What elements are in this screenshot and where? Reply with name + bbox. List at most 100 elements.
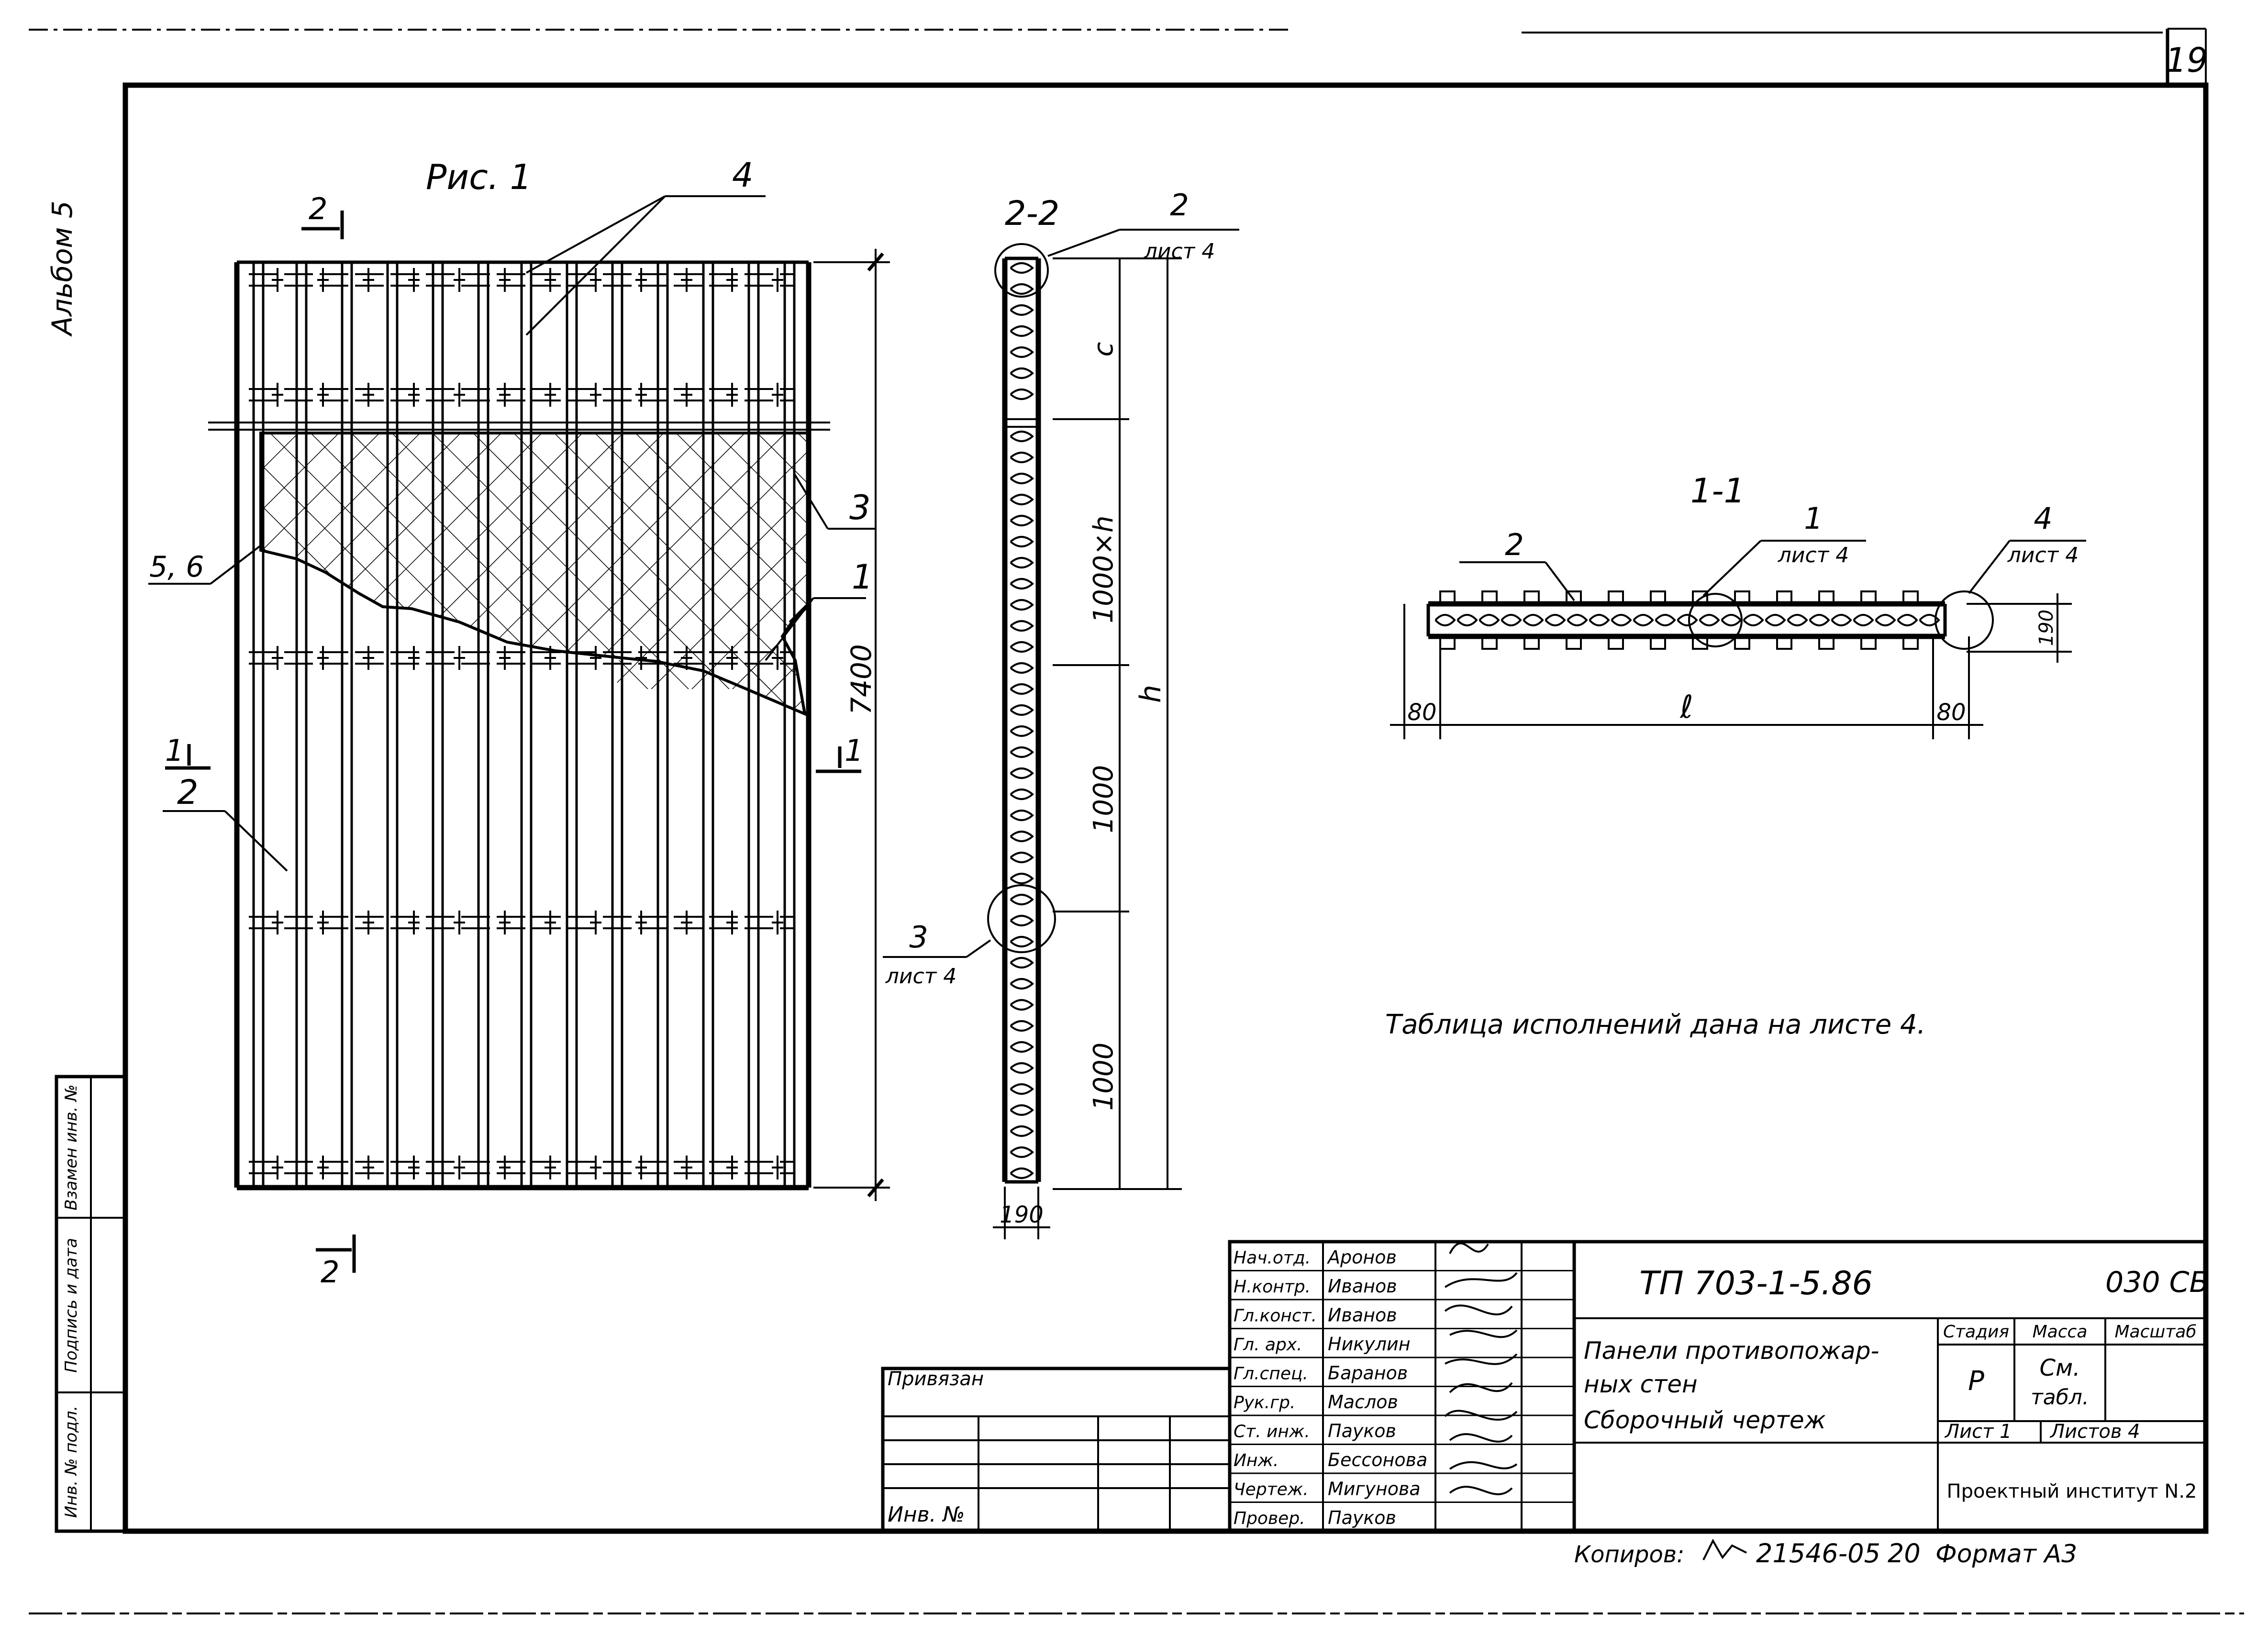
detail-circle-1: [1688, 593, 1743, 647]
signature-role: Чертеж.: [1234, 1479, 1309, 1499]
callout-5-6: 5, 6: [148, 545, 262, 585]
insulation-loop: [1010, 536, 1034, 547]
document-code-suffix: 030 СБ: [2105, 1266, 2209, 1299]
insulation-loop: [1010, 1062, 1034, 1074]
stud-tooth: [1650, 590, 1666, 605]
label-2-leader: 2: [1459, 527, 1575, 601]
svg-text:лист 4: лист 4: [1144, 239, 1215, 264]
insulation-loop: [1809, 614, 1830, 626]
detail-ref-3: 3 лист 4: [883, 920, 991, 989]
insulation-loop: [1633, 614, 1654, 626]
section-1-1-title: 1-1: [1690, 471, 1745, 511]
stud-tooth: [1818, 635, 1834, 650]
sheet-number: 19: [2165, 41, 2208, 80]
insulation-loop: [1010, 1168, 1034, 1179]
callout-2: 2: [163, 773, 288, 872]
signature-name: Мигунова: [1328, 1478, 1421, 1499]
svg-text:лист 4: лист 4: [1778, 543, 1849, 567]
svg-text:80: 80: [1936, 699, 1966, 726]
stud-tooth: [1523, 590, 1540, 605]
mass-header: Масса: [2033, 1322, 2088, 1342]
svg-text:1: 1: [852, 557, 873, 597]
document-code: ТП 703-1-5.86: [1639, 1265, 1873, 1302]
stud-tooth: [1523, 635, 1540, 650]
scale-header: Масштаб: [2114, 1322, 2196, 1342]
binding-label: Привязан: [888, 1368, 984, 1390]
insulation-loop: [1010, 683, 1034, 695]
svg-text:Взамен инв. №: Взамен инв. №: [62, 1084, 81, 1210]
organization: Проектный институт N.2: [1947, 1480, 2197, 1502]
insulation-loop: [1010, 831, 1034, 842]
insulation-loop: [1010, 789, 1034, 800]
insulation-loop: [1721, 614, 1742, 626]
stud-tooth: [1902, 635, 1919, 650]
svg-text:1000×h: 1000×h: [1088, 516, 1119, 623]
svg-text:1: 1: [845, 733, 863, 768]
signature-role: Рук.гр.: [1234, 1393, 1295, 1413]
album-label: Альбом 5: [46, 200, 78, 337]
stud-tooth: [1860, 635, 1877, 650]
svg-text:1000: 1000: [1088, 765, 1119, 834]
insulation-loop: [1434, 614, 1456, 626]
panel-studs: [252, 262, 796, 1188]
svg-text:5, 6: 5, 6: [149, 550, 204, 584]
title-block: ТП 703-1-5.86 030 СБ Панели противопожар…: [1572, 1240, 2209, 1533]
stud-tooth: [1734, 635, 1750, 650]
svg-text:7400: 7400: [845, 644, 878, 715]
insulation-loop: [1010, 999, 1034, 1011]
insulation-loop: [1010, 325, 1034, 337]
stud-tooth: [1608, 590, 1624, 605]
insulation-loop: [1010, 725, 1034, 737]
section-mark-1-right: 1: [816, 733, 863, 773]
section-2-2: 2-2 2 лист 4 3 лист 4: [883, 188, 1239, 1239]
insulation-loop: [1787, 614, 1808, 626]
mesh-hatch-fill: [617, 660, 785, 689]
svg-text:3: 3: [909, 920, 928, 955]
insulation-loop: [1897, 614, 1918, 626]
svg-text:Инв. № подл.: Инв. № подл.: [62, 1406, 81, 1518]
insulation-loop: [1919, 614, 1940, 626]
detail-ref-1: 1 лист 4: [1702, 501, 1866, 597]
insulation-loop: [1010, 704, 1034, 716]
stud-tooth: [1860, 590, 1877, 605]
signature-name: Бессонова: [1328, 1449, 1427, 1470]
description-line-3: Сборочный чертеж: [1584, 1406, 1826, 1434]
detail-circle-3: [987, 884, 1056, 953]
insulation-loop: [1010, 557, 1034, 568]
insulation-loop: [1010, 662, 1034, 674]
insulation-loop: [1456, 614, 1478, 626]
svg-text:1000: 1000: [1088, 1043, 1119, 1111]
svg-text:2: 2: [321, 1255, 339, 1290]
section-1-1: 1-1 2 1 лист 4 4 лист 4: [1390, 471, 2086, 739]
insulation-loop: [1010, 452, 1034, 463]
insulation-loop: [1010, 389, 1034, 400]
signature-name: Баранов: [1328, 1362, 1408, 1383]
svg-text:4: 4: [2034, 501, 2052, 536]
stud-tooth: [1734, 590, 1750, 605]
copy-count: 20: [1888, 1538, 1921, 1568]
callout-1: 1: [765, 557, 873, 661]
table-note: Таблица исполнений дана на листе 4.: [1385, 1009, 1925, 1040]
detail-ref-2: 2 лист 4: [1047, 188, 1239, 264]
insulation-loop: [1010, 578, 1034, 589]
paper-format: Формат А3: [1935, 1540, 2077, 1568]
insulation-loop: [1010, 346, 1034, 358]
svg-text:2: 2: [309, 191, 327, 226]
insulation-loop: [1765, 614, 1786, 626]
stud-tooth: [1566, 590, 1582, 605]
svg-text:1: 1: [165, 733, 184, 768]
description-line-2: ных стен: [1584, 1370, 1698, 1398]
signature-role: Гл. арх.: [1234, 1335, 1302, 1355]
insulation-loop: [1743, 614, 1764, 626]
stud-tooth: [1439, 590, 1456, 605]
svg-text:80: 80: [1407, 699, 1436, 726]
insulation-loop: [1010, 1146, 1034, 1158]
insulation-loop: [1010, 1041, 1034, 1053]
insulation-loop: [1501, 614, 1522, 626]
section-mark-2-bottom: 2: [316, 1235, 356, 1290]
insulation-loop: [1655, 614, 1676, 626]
insulation-loop: [1010, 641, 1034, 653]
section-2-2-insulation-wave: [1010, 262, 1034, 1179]
signature-role: Гл.спец.: [1234, 1364, 1308, 1383]
